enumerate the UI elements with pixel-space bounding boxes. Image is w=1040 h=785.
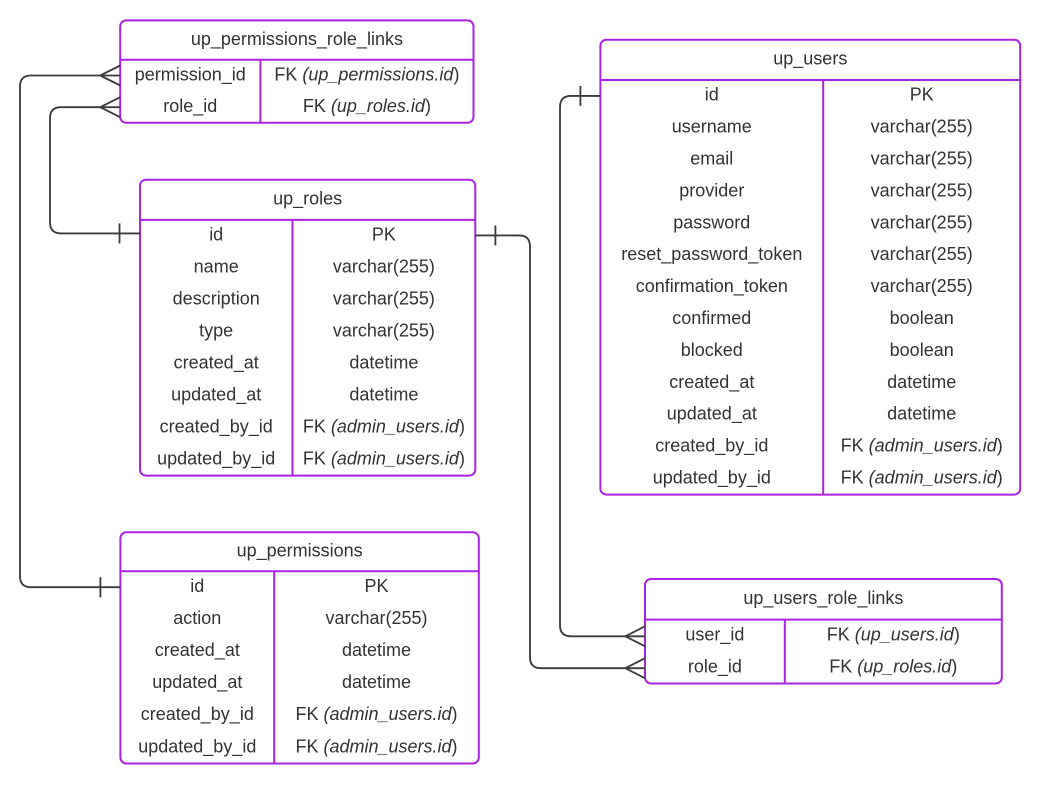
svg-text:PK: PK (364, 576, 388, 596)
svg-text:FK (up_roles.id): FK (up_roles.id) (829, 656, 957, 676)
svg-text:blocked: blocked (681, 340, 743, 360)
svg-text:reset_password_token: reset_password_token (621, 244, 802, 265)
svg-text:created_by_id: created_by_id (160, 417, 273, 438)
svg-text:username: username (672, 117, 752, 137)
svg-text:datetime: datetime (349, 353, 418, 373)
svg-text:datetime: datetime (342, 672, 411, 692)
svg-text:updated_by_id: updated_by_id (138, 736, 256, 757)
svg-text:description: description (173, 289, 260, 309)
svg-text:boolean: boolean (890, 340, 954, 360)
svg-text:varchar(255): varchar(255) (871, 244, 973, 264)
svg-text:id: id (190, 576, 204, 596)
svg-text:FK (admin_users.id): FK (admin_users.id) (303, 448, 465, 468)
svg-text:varchar(255): varchar(255) (871, 180, 973, 200)
svg-text:created_by_id: created_by_id (655, 436, 768, 457)
svg-text:confirmed: confirmed (672, 308, 751, 328)
svg-text:provider: provider (679, 180, 744, 200)
svg-text:name: name (194, 257, 239, 277)
svg-text:varchar(255): varchar(255) (871, 276, 973, 296)
svg-text:updated_at: updated_at (171, 385, 261, 406)
svg-text:type: type (199, 321, 233, 341)
svg-text:created_at: created_at (669, 372, 754, 393)
svg-text:user_id: user_id (685, 624, 744, 645)
svg-text:FK (admin_users.id): FK (admin_users.id) (841, 468, 1003, 488)
svg-text:FK (admin_users.id): FK (admin_users.id) (295, 704, 457, 724)
svg-text:FK (admin_users.id): FK (admin_users.id) (303, 417, 465, 437)
svg-text:role_id: role_id (688, 656, 742, 677)
svg-text:up_permissions: up_permissions (237, 541, 363, 562)
svg-text:boolean: boolean (890, 308, 954, 328)
svg-text:updated_at: updated_at (667, 404, 757, 425)
svg-text:id: id (209, 225, 223, 245)
svg-text:FK (up_permissions.id): FK (up_permissions.id) (274, 64, 459, 84)
svg-text:datetime: datetime (349, 385, 418, 405)
svg-text:datetime: datetime (887, 404, 956, 424)
svg-text:FK (admin_users.id): FK (admin_users.id) (295, 736, 457, 756)
svg-text:varchar(255): varchar(255) (871, 212, 973, 232)
svg-text:up_permissions_role_links: up_permissions_role_links (191, 29, 403, 50)
svg-text:FK (admin_users.id): FK (admin_users.id) (841, 436, 1003, 456)
svg-text:role_id: role_id (163, 96, 217, 117)
svg-text:up_roles: up_roles (273, 189, 342, 210)
svg-text:PK: PK (910, 85, 934, 105)
svg-text:created_by_id: created_by_id (141, 704, 254, 725)
svg-text:datetime: datetime (887, 372, 956, 392)
svg-text:id: id (705, 85, 719, 105)
svg-text:updated_at: updated_at (152, 672, 242, 693)
svg-text:updated_by_id: updated_by_id (157, 448, 275, 469)
svg-text:datetime: datetime (342, 640, 411, 660)
svg-text:varchar(255): varchar(255) (333, 321, 435, 341)
svg-text:up_users: up_users (773, 49, 847, 70)
svg-text:FK (up_users.id): FK (up_users.id) (827, 624, 960, 644)
svg-text:PK: PK (372, 225, 396, 245)
svg-text:password: password (673, 212, 750, 232)
svg-text:up_users_role_links: up_users_role_links (743, 588, 903, 609)
svg-text:FK (up_roles.id): FK (up_roles.id) (303, 96, 431, 116)
svg-text:varchar(255): varchar(255) (325, 608, 427, 628)
svg-text:created_at: created_at (174, 353, 259, 374)
svg-text:varchar(255): varchar(255) (871, 117, 973, 137)
svg-text:created_at: created_at (155, 640, 240, 661)
svg-text:varchar(255): varchar(255) (871, 149, 973, 169)
svg-text:confirmation_token: confirmation_token (636, 276, 788, 297)
svg-text:email: email (690, 149, 733, 169)
svg-text:permission_id: permission_id (135, 64, 246, 85)
svg-text:updated_by_id: updated_by_id (653, 468, 771, 489)
svg-text:action: action (173, 608, 221, 628)
svg-text:varchar(255): varchar(255) (333, 289, 435, 309)
svg-text:varchar(255): varchar(255) (333, 257, 435, 277)
